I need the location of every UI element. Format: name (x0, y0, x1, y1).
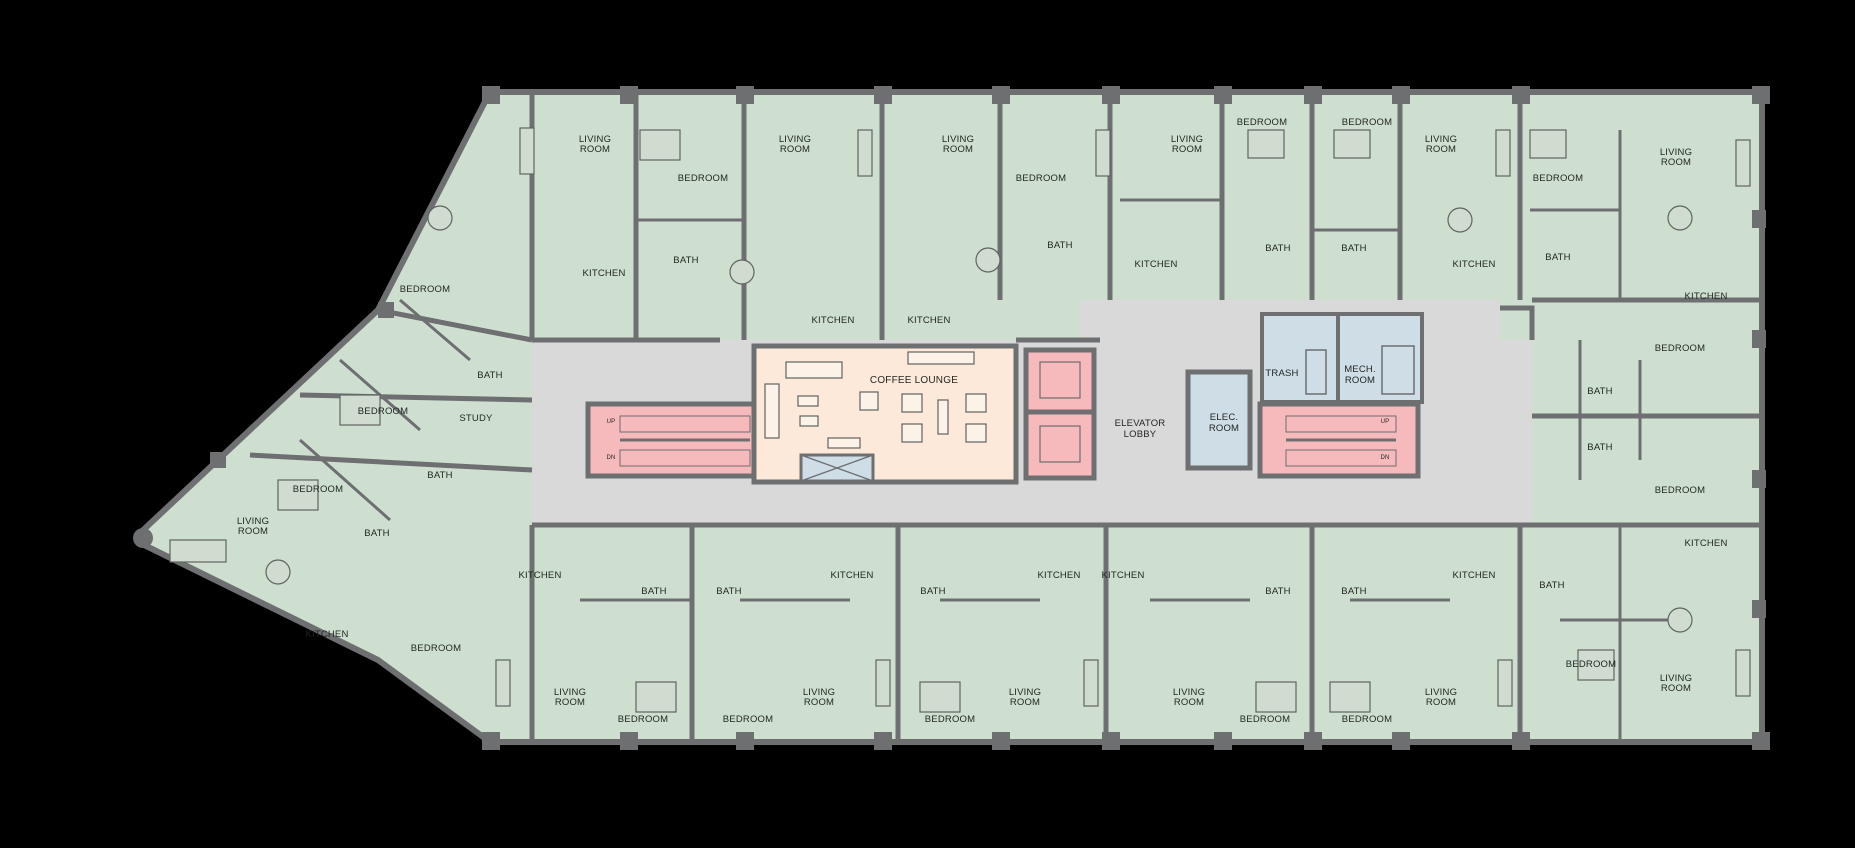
room-label-t-living-5: LIVING (1425, 134, 1457, 145)
room-label-b-kitchen-4: KITCHEN (1101, 570, 1144, 581)
stair-dn-label: DN (606, 455, 615, 461)
room-label-t-living-5-line2: ROOM (1426, 144, 1456, 155)
elec-room (1185, 369, 1253, 471)
mech-room (1336, 312, 1424, 404)
unit-furniture (169, 127, 1751, 713)
room-label-b-living-6: LIVING (1660, 673, 1692, 684)
room-label-w-living-line2: ROOM (238, 526, 268, 537)
trash-chute (1305, 349, 1327, 395)
room-label-w-study: STUDY (459, 413, 493, 424)
room-label-b-living-5: LIVING (1425, 687, 1457, 698)
room-label-t-bedroom-4: BEDROOM (1342, 117, 1393, 128)
room-label-b-bath-3: BATH (920, 586, 945, 597)
room-label-e-bath-1: BATH (1587, 386, 1612, 397)
room-label-b-living-1: LIVING (554, 687, 586, 698)
elec-room-label-1: ELEC. (1210, 412, 1238, 423)
room-label-b-bath-4: BATH (1265, 586, 1290, 597)
room-label-b-living-4-line2: ROOM (1174, 697, 1204, 708)
coffee-lounge-label: COFFEE LOUNGE (870, 375, 958, 386)
room-label-t-bath-4: BATH (1341, 243, 1366, 254)
stair-east (1257, 401, 1421, 479)
stair-up-label-east: UP (1381, 419, 1390, 425)
unit-walls (249, 92, 1762, 742)
room-label-e-kitchen-1: KITCHEN (1684, 538, 1727, 549)
room-label-w-bath-1: BATH (477, 370, 502, 381)
room-label-t-living-6-line2: ROOM (1661, 157, 1691, 168)
room-label-t-living-4: LIVING (1171, 134, 1203, 145)
elevator-shafts (1023, 347, 1097, 481)
structural-columns (133, 86, 1770, 750)
room-label-w-bedroom-4: BEDROOM (411, 643, 462, 654)
room-label-t-kitchen-2: KITCHEN (811, 315, 854, 326)
room-label-w-kitchen: KITCHEN (305, 629, 348, 640)
stair-dn-label-east: DN (1380, 455, 1389, 461)
room-label-t-kitchen-6: KITCHEN (1684, 291, 1727, 302)
room-label-b-bedroom-2: BEDROOM (723, 714, 774, 725)
room-label-t-bedroom-2: BEDROOM (1016, 173, 1067, 184)
room-label-w-bath-3: BATH (364, 528, 389, 539)
room-label-t-kitchen-4: KITCHEN (1134, 259, 1177, 270)
room-label-b-living-3: LIVING (1009, 687, 1041, 698)
room-label-b-bath-2: BATH (716, 586, 741, 597)
room-label-b-living-5-line2: ROOM (1426, 697, 1456, 708)
room-label-t-living-3-line2: ROOM (943, 144, 973, 155)
room-label-t-bath-3: BATH (1265, 243, 1290, 254)
room-label-w-living: LIVING (237, 516, 269, 527)
room-label-t-living-1: LIVING (579, 134, 611, 145)
elevator-lobby-label-2: LOBBY (1124, 429, 1157, 440)
lounge-furniture (764, 351, 987, 483)
room-label-w-bedroom-1: BEDROOM (400, 284, 451, 295)
room-label-b-bath-5: BATH (1341, 586, 1366, 597)
trash-label: TRASH (1265, 368, 1298, 379)
room-label-t-bedroom-3: BEDROOM (1237, 117, 1288, 128)
room-label-b-bedroom-4: BEDROOM (1240, 714, 1291, 725)
room-label-t-kitchen-3: KITCHEN (907, 315, 950, 326)
room-label-e-bedroom-1: BEDROOM (1655, 343, 1706, 354)
room-label-t-living-1-line2: ROOM (580, 144, 610, 155)
room-label-b-living-2-line2: ROOM (804, 697, 834, 708)
room-label-b-living-2: LIVING (803, 687, 835, 698)
room-label-b-bath-1: BATH (641, 586, 666, 597)
room-label-t-living-4-line2: ROOM (1172, 144, 1202, 155)
mech-room-label-1: MECH. (1344, 364, 1376, 375)
room-label-t-kitchen-5: KITCHEN (1452, 259, 1495, 270)
room-label-b-bath-6: BATH (1539, 580, 1564, 591)
room-label-w-bedroom-3: BEDROOM (293, 484, 344, 495)
room-label-b-living-4: LIVING (1173, 687, 1205, 698)
room-label-b-kitchen-1: KITCHEN (518, 570, 561, 581)
room-label-t-living-2-line2: ROOM (780, 144, 810, 155)
room-label-b-living-6-line2: ROOM (1661, 683, 1691, 694)
room-labels: LIVINGROOMBEDROOMLIVINGROOMLIVINGROOMBED… (237, 117, 1728, 725)
room-label-t-living-6: LIVING (1660, 147, 1692, 158)
room-label-w-bedroom-2: BEDROOM (358, 406, 409, 417)
room-label-t-living-3: LIVING (942, 134, 974, 145)
room-label-b-kitchen-5: KITCHEN (1452, 570, 1495, 581)
mech-equipment (1381, 345, 1415, 395)
room-label-b-kitchen-3: KITCHEN (1037, 570, 1080, 581)
room-label-t-bath-2: BATH (1047, 240, 1072, 251)
room-label-b-kitchen-2: KITCHEN (830, 570, 873, 581)
mech-room-label-2: ROOM (1345, 375, 1375, 386)
room-label-e-bedroom-2: BEDROOM (1655, 485, 1706, 496)
room-label-t-bath-5: BATH (1545, 252, 1570, 263)
room-label-b-bedroom-1: BEDROOM (618, 714, 669, 725)
stair-up-label: UP (607, 419, 616, 425)
room-label-w-bath-2: BATH (427, 470, 452, 481)
room-label-t-bath-1: BATH (673, 255, 698, 266)
elec-room-label-2: ROOM (1209, 423, 1239, 434)
room-label-b-bedroom-6: BEDROOM (1566, 659, 1617, 670)
room-label-b-living-3-line2: ROOM (1010, 697, 1040, 708)
room-label-t-bedroom-1: BEDROOM (678, 173, 729, 184)
room-label-t-bedroom-5: BEDROOM (1533, 173, 1584, 184)
elevator-lobby-label-1: ELEVATOR (1115, 418, 1166, 429)
room-label-t-kitchen-1: KITCHEN (582, 268, 625, 279)
room-label-t-living-2: LIVING (779, 134, 811, 145)
stair-west (585, 401, 757, 479)
room-label-b-living-1-line2: ROOM (555, 697, 585, 708)
room-label-b-bedroom-3: BEDROOM (925, 714, 976, 725)
room-label-b-bedroom-5: BEDROOM (1342, 714, 1393, 725)
room-label-e-bath-2: BATH (1587, 442, 1612, 453)
